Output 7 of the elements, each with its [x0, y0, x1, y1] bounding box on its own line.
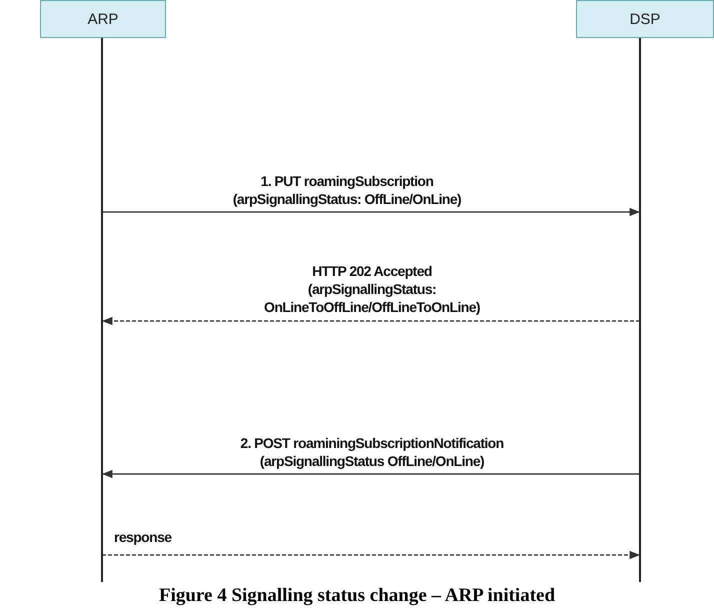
message-arrow — [102, 208, 640, 216]
message-arrow — [102, 470, 640, 478]
participant-box: ARP — [40, 0, 166, 38]
participant-box: DSP — [576, 0, 714, 38]
message-arrow — [102, 316, 640, 326]
message-arrow — [102, 550, 640, 560]
figure-caption: Figure 4 Signalling status change – ARP initiated — [158, 585, 556, 607]
